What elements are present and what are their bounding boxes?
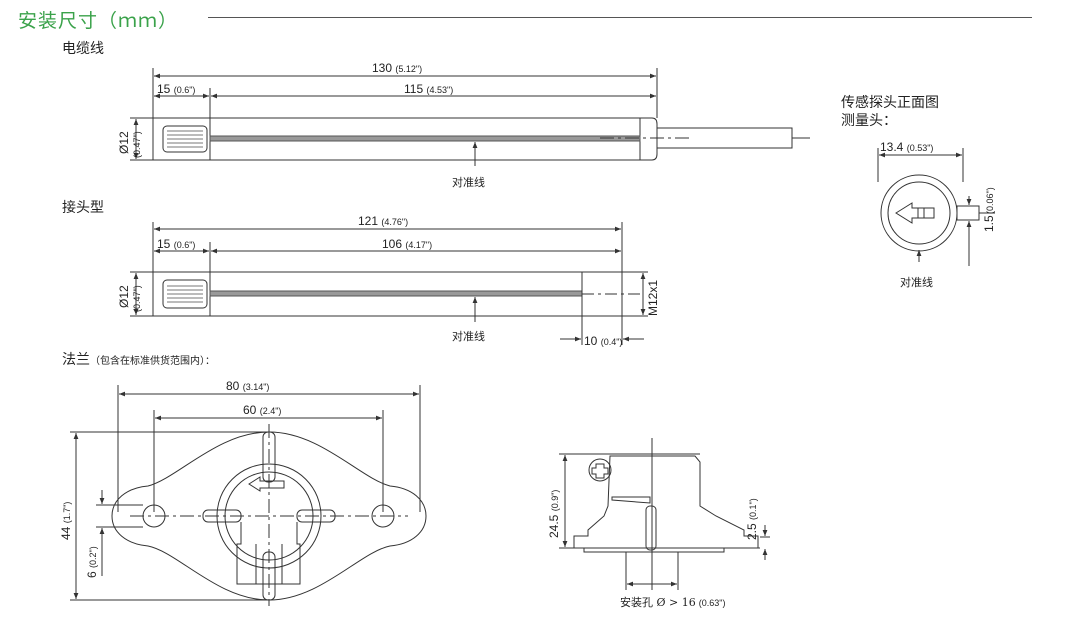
connector-left-dim: 15 (0.6") (157, 237, 195, 251)
front-align-label: 对准线 (900, 275, 933, 289)
cable-left-dim: 15 (0.6") (157, 82, 195, 96)
flange-label-text: 法兰 (62, 352, 90, 368)
connector-probe-drawing (130, 222, 648, 345)
cable-label: 电缆线 (62, 41, 104, 57)
cable-align-label: 对准线 (452, 175, 485, 189)
connector-diameter-in: (0.47") (132, 285, 142, 312)
mounting-hole-label: 安装孔 Ø > 16 (0.63") (620, 595, 726, 609)
connector-align-label: 对准线 (452, 329, 485, 343)
flange-holes-dim: 60 (2.4") (243, 403, 281, 417)
connector-total-dim: 121 (4.76") (358, 214, 408, 228)
front-view-subtitle: 测量头： (841, 113, 897, 129)
connector-label: 接头型 (62, 200, 104, 216)
flange-side-view (559, 438, 770, 590)
front-gap-dim-inch: (0.06") (985, 187, 995, 214)
connector-thread: M12x1 (646, 280, 660, 316)
cable-total-dim: 130 (5.12") (372, 61, 422, 75)
front-view-title: 传感探头正面图 (841, 95, 939, 111)
title-rule (208, 17, 1032, 18)
cable-diameter: Ø12 (117, 131, 131, 154)
front-width-dim: 13.4 (0.53") (880, 140, 933, 154)
connector-end-dim: 10 (0.4") (584, 334, 622, 348)
flange-height-dim: 44 (1.7") (59, 502, 73, 540)
flange-label: 法兰（包含在标准供货范围内）： (62, 349, 215, 369)
flange-drawing (70, 385, 427, 606)
connector-main-dim: 106 (4.17") (382, 237, 432, 251)
side-height-dim: 24.5 (0.9") (547, 490, 561, 538)
flange-slot-dim: 6 (0.2") (85, 546, 99, 578)
cable-diameter-in: (0.47") (132, 131, 142, 158)
connector-diameter: Ø12 (117, 285, 131, 308)
probe-front-view (877, 148, 995, 266)
cable-main-dim: 115 (4.53") (404, 82, 453, 96)
front-gap-dim: 1.5 (982, 215, 996, 232)
flange-outer-dim: 80 (3.14") (226, 379, 269, 393)
flange-note: （包含在标准供货范围内）： (90, 356, 215, 367)
page-title: 安装尺寸（ｍｍ） (18, 10, 179, 32)
side-base-dim: 2.5 (0.1") (745, 498, 759, 540)
cable-probe-drawing (130, 68, 810, 166)
